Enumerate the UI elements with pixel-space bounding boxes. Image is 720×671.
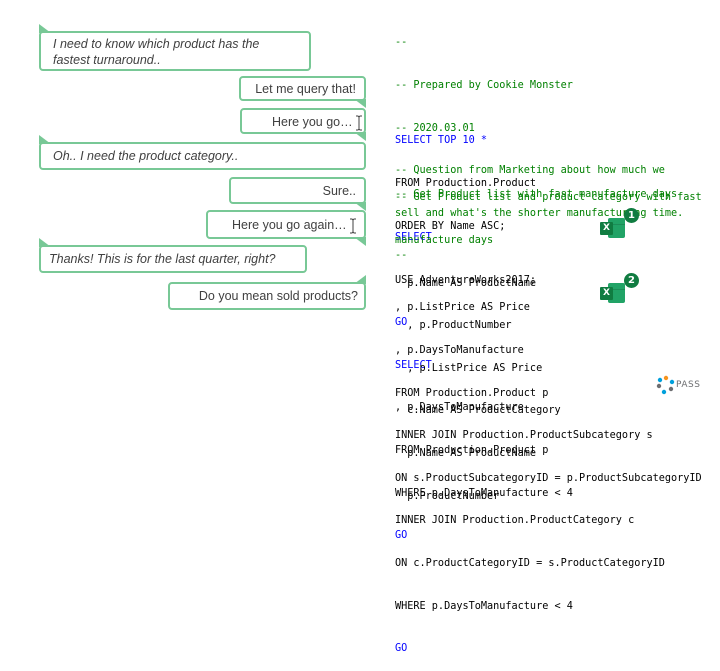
code-line: SELECT TOP 10 *: [395, 135, 488, 147]
code-line: , p.ListPrice AS Price: [395, 362, 543, 374]
bubble-tail: [39, 238, 51, 247]
chat-message-row: Here you go again…: [232, 217, 357, 234]
code-line: USE AdventureWorks2017;: [395, 274, 537, 286]
pass-logo: PASS: [656, 375, 706, 397]
code-line: manufacture days: [395, 235, 494, 246]
code-line: --: [395, 37, 408, 49]
step-number-badge: 1: [624, 208, 639, 223]
chat-bubble-question: Thanks! This is for the last quarter, ri…: [39, 238, 307, 273]
pass-logo-text: PASS: [676, 380, 701, 390]
step-number-badge: 2: [624, 273, 639, 288]
bubble-tail: [354, 99, 366, 108]
bubble-tail: [354, 202, 366, 211]
code-line: sell and what's the shorter manufacturin…: [395, 207, 684, 219]
chat-bubble-question: Oh.. I need the product category..: [39, 135, 366, 170]
code-line: -- Prepared by Cookie Monster: [395, 80, 573, 91]
chat-message: Sure..: [322, 184, 356, 198]
excel-icon: X: [600, 281, 626, 305]
code-line: p.Name AS ProductName: [395, 277, 537, 289]
code-line: , p.DaysToManufacture: [395, 345, 524, 356]
code-line: INNER JOIN Production.ProductSubcategory…: [395, 430, 653, 442]
sql-header-comment: -- -- Prepared by Cookie Monster -- 2020…: [395, 8, 683, 278]
code-line: ON s.ProductSubcategoryID = p.ProductSub…: [395, 472, 702, 484]
code-line: INNER JOIN Production.ProductCategory c: [395, 515, 635, 527]
pass-logo-mark-icon: [656, 375, 675, 395]
code-line: GO: [395, 317, 408, 329]
excel-icon: X: [600, 216, 626, 240]
code-line: WHERE p.DaysToManufacture < 4: [395, 600, 573, 612]
bubble-tail: [39, 24, 51, 33]
bubble-tail: [39, 135, 51, 144]
code-line: --: [395, 250, 408, 262]
code-line: SELECT: [395, 232, 432, 243]
code-line: ON c.ProductCategoryID = s.ProductCatego…: [395, 557, 665, 569]
bubble-tail: [354, 237, 366, 246]
chat-bubble-reply: Here you go…: [240, 108, 366, 141]
chat-message: Here you go…: [272, 115, 353, 129]
code-line: SELECT: [395, 359, 432, 371]
code-line: -- 2020.03.01: [395, 122, 475, 134]
sql-query-with-category: , p.ListPrice AS Price , p.DaysToManufac…: [395, 273, 702, 671]
chat-message: Oh.. I need the product category..: [53, 149, 239, 163]
code-line: ORDER BY Name ASC;: [395, 220, 506, 232]
chat-bubble-reply: Let me query that!: [239, 76, 366, 108]
code-line: , p.ListPrice AS Price: [395, 302, 530, 314]
sql-query-top10: SELECT TOP 10 * FROM Production.Product …: [395, 106, 536, 248]
chat-message: Do you mean sold products?: [198, 289, 358, 303]
code-line: , p.ProductNumber: [395, 320, 512, 332]
code-line: GO: [395, 643, 408, 655]
chat-bubble-reply: Sure..: [229, 177, 366, 211]
code-line: FROM Production.Product p: [395, 387, 549, 399]
chat-bubble-reply: Here you go again…: [206, 210, 366, 246]
excel-letter: X: [600, 222, 613, 235]
text-cursor-icon: [355, 115, 362, 131]
chat-message-row: Here you go…: [272, 114, 363, 131]
chat-message: I need to know which product has the fas…: [53, 37, 260, 67]
bubble-tail: [354, 275, 366, 284]
code-line: -- Get Product list with fast manufactur…: [395, 189, 678, 201]
text-cursor-icon: [349, 218, 356, 234]
chat-message: Let me query that!: [255, 82, 356, 96]
chat-bubble-question: I need to know which product has the fas…: [39, 24, 311, 71]
chat-bubble-reply: Do you mean sold products?: [168, 275, 366, 310]
chat-message: Here you go again…: [232, 218, 347, 232]
code-line: -- Question from Marketing about how muc…: [395, 165, 665, 177]
code-line: FROM Production.Product: [395, 178, 537, 189]
bubble-tail: [354, 132, 366, 141]
code-line: -- Get Product list and product category…: [395, 192, 702, 204]
chat-message: Thanks! This is for the last quarter, ri…: [49, 252, 276, 266]
excel-letter: X: [600, 287, 613, 300]
